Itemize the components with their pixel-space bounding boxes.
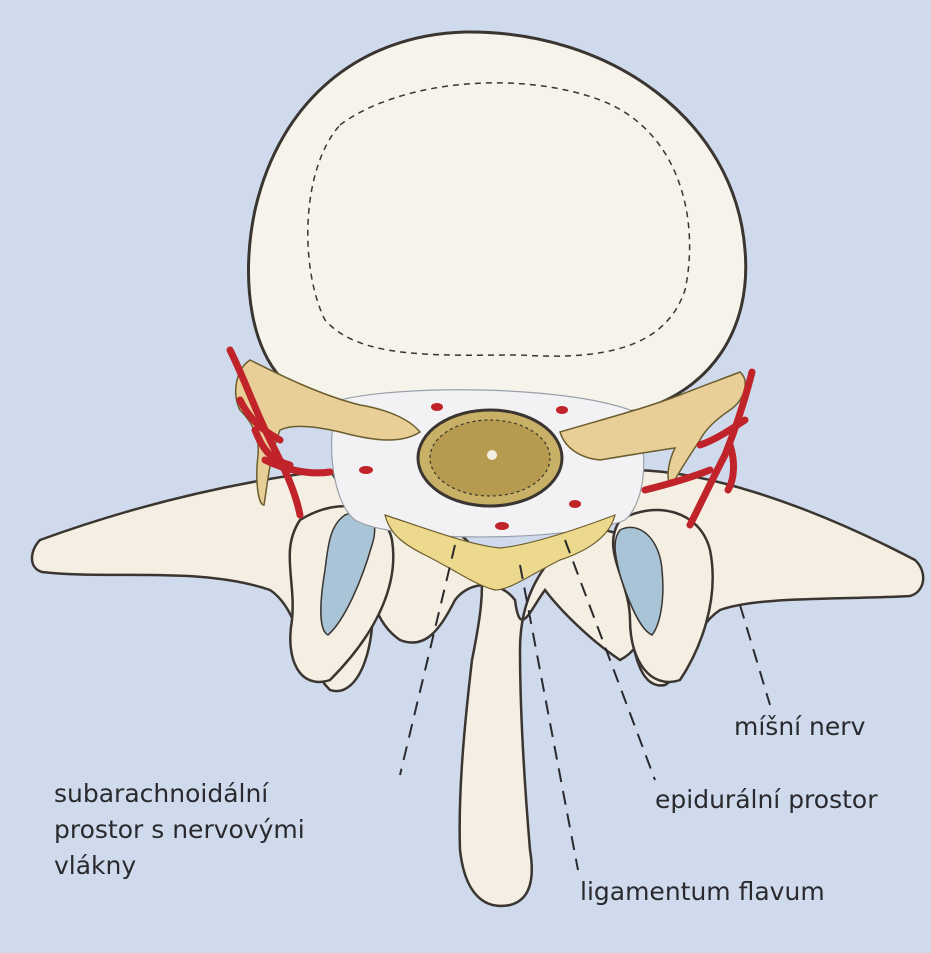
central-canal	[487, 450, 497, 460]
label-ligamentum-flavum: ligamentum flavum	[580, 874, 825, 910]
label-subarachnoid-line2: prostor s nervovými	[54, 812, 305, 848]
label-subarachnoid-line1: subarachnoidální	[54, 776, 305, 812]
label-spinal-nerve: míšní nerv	[734, 709, 865, 745]
label-subarachnoid-line3: vlákny	[54, 848, 305, 884]
label-epidural-space: epidurální prostor	[655, 782, 878, 818]
label-subarachnoid-space: subarachnoidální prostor s nervovými vlá…	[54, 776, 305, 884]
